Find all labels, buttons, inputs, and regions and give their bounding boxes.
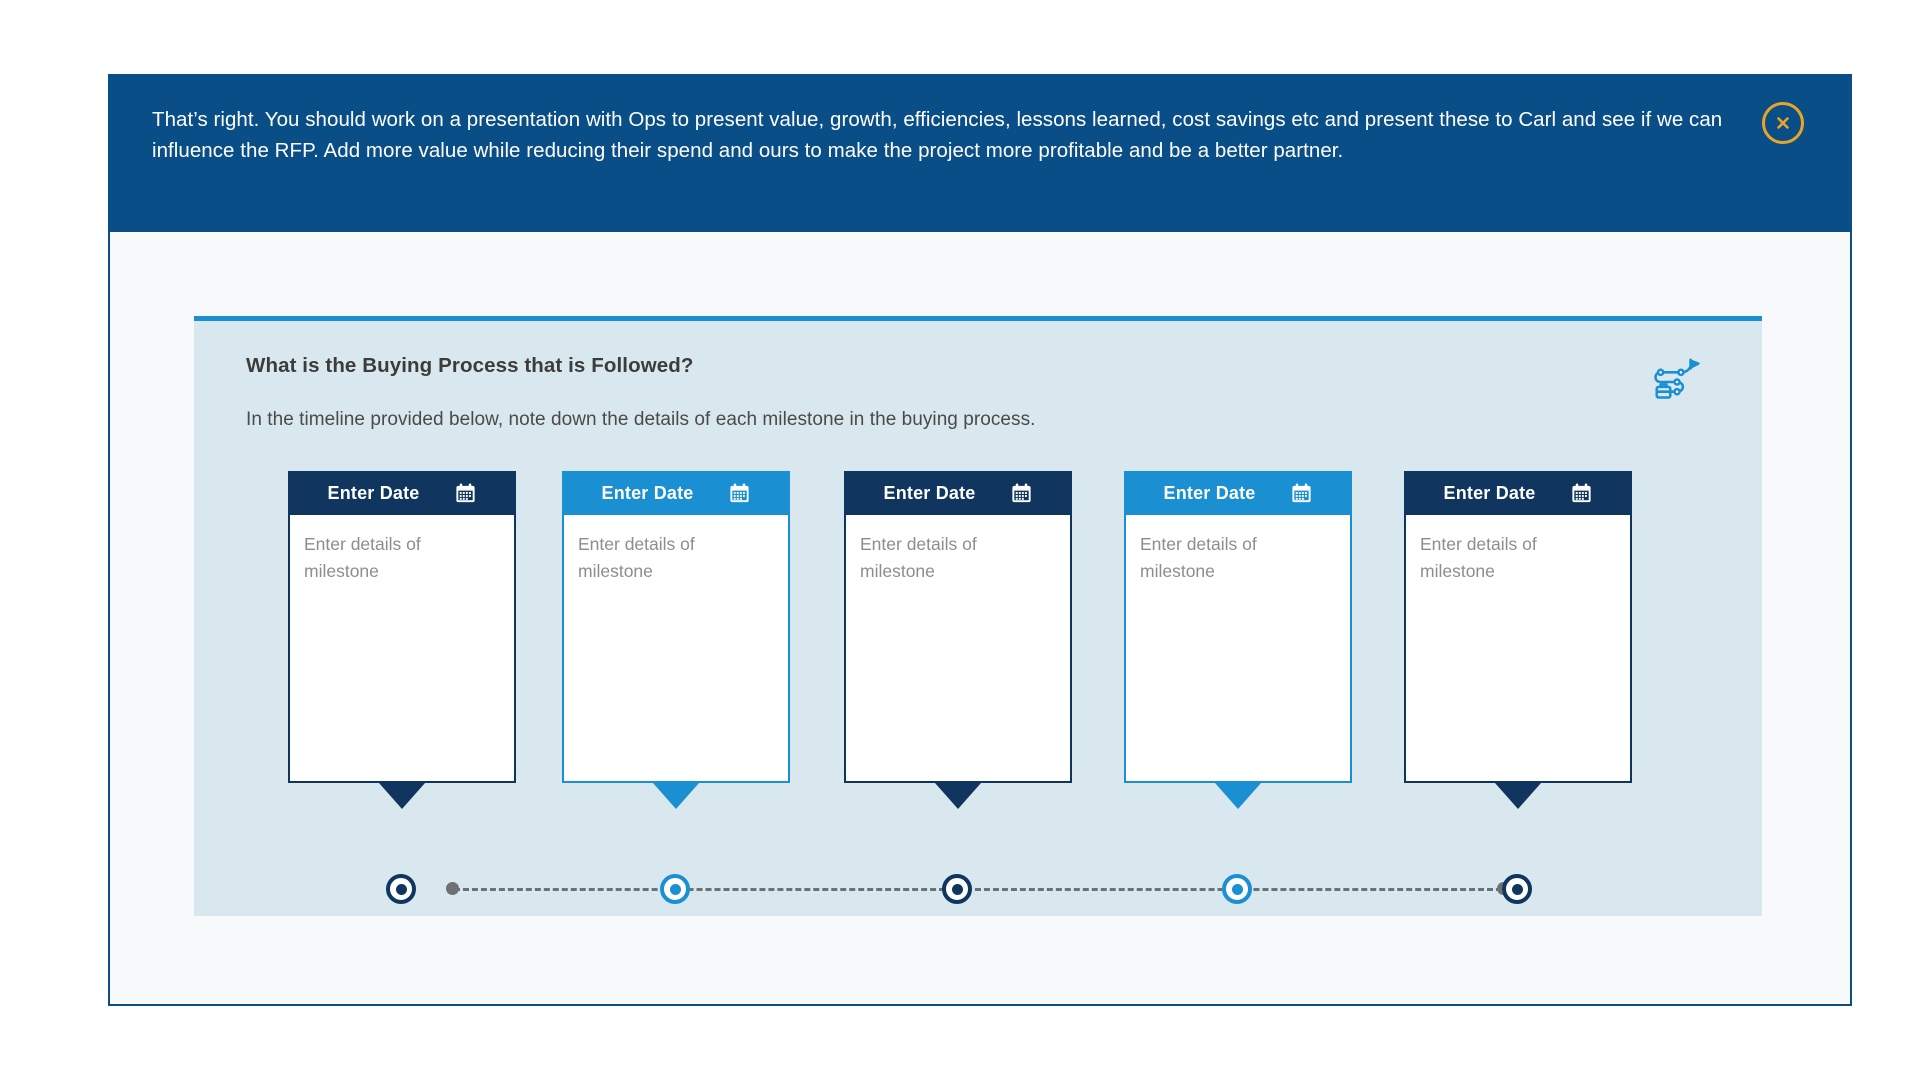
milestone-details-placeholder: Enter details of milestone [1420,534,1537,581]
feedback-banner: That’s right. You should work on a prese… [110,76,1850,232]
timeline-node[interactable] [1502,874,1532,904]
milestone-details-placeholder: Enter details of milestone [578,534,695,581]
activity-modal: That’s right. You should work on a prese… [108,74,1852,1006]
milestone-date-button[interactable]: Enter Date [1124,471,1352,515]
calendar-icon[interactable] [454,482,477,505]
milestone-pointer-arrow [1215,783,1261,809]
calendar-icon[interactable] [728,482,751,505]
timeline-start-dot [446,882,459,895]
page-title: What is the Buying Process that is Follo… [246,354,694,377]
calendar-icon[interactable] [1570,482,1593,505]
milestone-date-button[interactable]: Enter Date [844,471,1072,515]
milestone-details-placeholder: Enter details of milestone [304,534,421,581]
milestone-card: Enter Date [1404,471,1632,809]
milestone-details-input[interactable]: Enter details of milestone [844,515,1072,783]
timeline-node[interactable] [386,874,416,904]
milestone-date-label: Enter Date [327,482,420,503]
milestone-date-button[interactable]: Enter Date [562,471,790,515]
buying-process-card: What is the Buying Process that is Follo… [194,316,1762,916]
milestone-details-input[interactable]: Enter details of milestone [1404,515,1632,783]
milestone-date-label: Enter Date [1163,482,1256,503]
timeline-node[interactable] [660,874,690,904]
timeline: Enter Date [194,471,1762,916]
milestone-card: Enter Date [1124,471,1352,809]
milestone-details-input[interactable]: Enter details of milestone [1124,515,1352,783]
milestone-date-button[interactable]: Enter Date [288,471,516,515]
milestone-details-input[interactable]: Enter details of milestone [562,515,790,783]
milestone-details-placeholder: Enter details of milestone [860,534,977,581]
milestone-list: Enter Date [242,471,1714,831]
milestone-card: Enter Date [562,471,790,809]
milestone-date-label: Enter Date [601,482,694,503]
modal-body: What is the Buying Process that is Follo… [110,232,1850,1004]
feedback-banner-text: That’s right. You should work on a prese… [152,108,1723,162]
milestone-pointer-arrow [379,783,425,809]
milestone-date-label: Enter Date [883,482,976,503]
close-button[interactable] [1762,102,1804,144]
milestone-details-placeholder: Enter details of milestone [1140,534,1257,581]
route-journey-icon [1648,351,1710,413]
close-icon [1773,113,1793,133]
milestone-pointer-arrow [653,783,699,809]
calendar-icon[interactable] [1010,482,1033,505]
timeline-dashed-line [454,888,1502,891]
calendar-icon[interactable] [1290,482,1313,505]
timeline-node[interactable] [942,874,972,904]
milestone-card: Enter Date [288,471,516,809]
timeline-track [194,869,1762,909]
card-subtitle: In the timeline provided below, note dow… [246,409,1036,430]
milestone-date-button[interactable]: Enter Date [1404,471,1632,515]
milestone-details-input[interactable]: Enter details of milestone [288,515,516,783]
timeline-node[interactable] [1222,874,1252,904]
milestone-pointer-arrow [1495,783,1541,809]
milestone-pointer-arrow [935,783,981,809]
milestone-date-label: Enter Date [1443,482,1536,503]
milestone-card: Enter Date [844,471,1072,809]
